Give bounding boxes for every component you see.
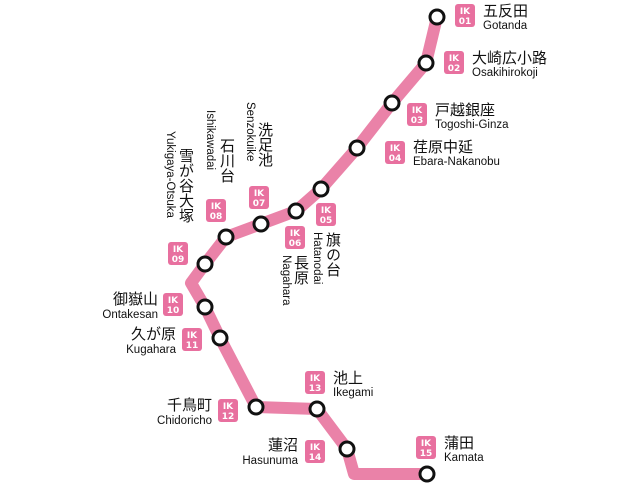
- svg-text:IK: IK: [310, 443, 321, 453]
- station-name-ja-04: 荏原中延: [413, 138, 473, 156]
- station-name-ja-06: 長原: [292, 255, 310, 285]
- station-name-en-13: Ikegami: [333, 387, 373, 399]
- svg-text:IK: IK: [173, 245, 184, 255]
- station-badge-05: IK 05: [316, 203, 336, 226]
- station-name-en-02: Osakihirokoji: [472, 67, 538, 79]
- station-marker-13[interactable]: [308, 400, 326, 418]
- svg-text:11: 11: [186, 341, 199, 351]
- svg-text:12: 12: [222, 412, 235, 422]
- station-name-ja-10: 御嶽山: [113, 290, 158, 308]
- station-name-ja-01: 五反田: [483, 2, 528, 20]
- svg-text:02: 02: [448, 64, 461, 74]
- station-badge-14: IK 14: [305, 440, 325, 463]
- svg-text:07: 07: [253, 199, 266, 209]
- svg-text:IK: IK: [211, 202, 222, 212]
- svg-text:09: 09: [172, 255, 185, 265]
- station-name-ja-05: 旗の台: [324, 232, 342, 277]
- station-name-ja-02: 大崎広小路: [472, 49, 547, 67]
- station-name-ja-07: 洗足池: [256, 122, 274, 167]
- station-name-ja-09: 雪が谷大塚: [177, 148, 195, 224]
- station-marker-15[interactable]: [418, 465, 436, 483]
- station-marker-08[interactable]: [217, 228, 235, 246]
- station-name-ja-14: 蓮沼: [268, 436, 298, 454]
- svg-text:08: 08: [210, 212, 223, 222]
- station-marker-05[interactable]: [312, 180, 330, 198]
- station-marker-09[interactable]: [196, 255, 214, 273]
- station-name-en-11: Kugahara: [126, 344, 176, 356]
- station-name-en-06: Nagahara: [280, 255, 292, 306]
- svg-text:10: 10: [167, 306, 180, 316]
- station-name-en-15: Kamata: [444, 452, 484, 464]
- svg-text:05: 05: [320, 216, 333, 226]
- station-marker-02[interactable]: [417, 54, 435, 72]
- svg-text:IK: IK: [412, 106, 423, 116]
- station-badge-07: IK 07: [249, 186, 269, 209]
- station-marker-14[interactable]: [338, 440, 356, 458]
- svg-text:IK: IK: [460, 7, 471, 17]
- svg-text:01: 01: [459, 17, 472, 27]
- station-marker-11[interactable]: [211, 329, 229, 347]
- station-name-ja-13: 池上: [333, 369, 363, 387]
- svg-text:IK: IK: [390, 144, 401, 154]
- station-marker-06[interactable]: [287, 202, 305, 220]
- station-name-en-12: Chidoricho: [157, 415, 212, 427]
- station-marker-07[interactable]: [252, 215, 270, 233]
- station-name-en-01: Gotanda: [483, 20, 528, 32]
- svg-text:13: 13: [309, 384, 322, 394]
- station-badge-08: IK 08: [206, 199, 226, 222]
- svg-text:IK: IK: [449, 54, 460, 64]
- station-name-ja-15: 蒲田: [444, 434, 474, 452]
- svg-text:03: 03: [411, 116, 424, 126]
- station-name-en-05: Hatanodai: [311, 232, 323, 284]
- station-marker-03[interactable]: [383, 94, 401, 112]
- station-marker-10[interactable]: [196, 298, 214, 316]
- station-name-en-10: Ontakesan: [102, 309, 158, 321]
- station-name-ja-03: 戸越銀座: [435, 101, 495, 119]
- station-badge-01: IK 01: [455, 4, 475, 27]
- station-name-ja-08: 石川台: [218, 138, 236, 183]
- station-badge-04: IK 04: [385, 141, 405, 164]
- station-name-en-03: Togoshi-Ginza: [435, 119, 509, 131]
- svg-text:IK: IK: [187, 331, 198, 341]
- station-name-en-09: Yukigaya-Otsuka: [164, 131, 176, 219]
- station-marker-04[interactable]: [348, 139, 366, 157]
- station-name-ja-11: 久が原: [131, 325, 176, 343]
- svg-text:15: 15: [420, 449, 433, 459]
- svg-text:IK: IK: [421, 439, 432, 449]
- station-marker-12[interactable]: [247, 398, 265, 416]
- svg-text:IK: IK: [321, 206, 332, 216]
- station-name-en-04: Ebara-Nakanobu: [413, 156, 500, 168]
- station-name-en-07: Senzokuike: [244, 102, 256, 161]
- svg-text:IK: IK: [290, 229, 301, 239]
- station-badge-11: IK 11: [182, 328, 202, 351]
- station-name-ja-12: 千鳥町: [167, 396, 212, 414]
- svg-text:IK: IK: [168, 296, 179, 306]
- svg-text:IK: IK: [254, 189, 265, 199]
- station-name-en-14: Hasunuma: [242, 455, 298, 467]
- station-marker-01[interactable]: [428, 8, 446, 26]
- station-badge-06: IK 06: [285, 226, 305, 249]
- svg-text:14: 14: [309, 453, 322, 463]
- station-badge-12: IK 12: [218, 399, 238, 422]
- svg-text:IK: IK: [223, 402, 234, 412]
- svg-text:04: 04: [389, 154, 402, 164]
- station-name-en-08: Ishikawadai: [204, 110, 216, 170]
- station-badge-10: IK 10: [163, 293, 183, 316]
- svg-text:IK: IK: [310, 374, 321, 384]
- station-badge-09: IK 09: [168, 242, 188, 265]
- station-badge-15: IK 15: [416, 436, 436, 459]
- svg-text:06: 06: [289, 239, 302, 249]
- station-badge-02: IK 02: [444, 51, 464, 74]
- station-badge-13: IK 13: [305, 371, 325, 394]
- station-badge-03: IK 03: [407, 103, 427, 126]
